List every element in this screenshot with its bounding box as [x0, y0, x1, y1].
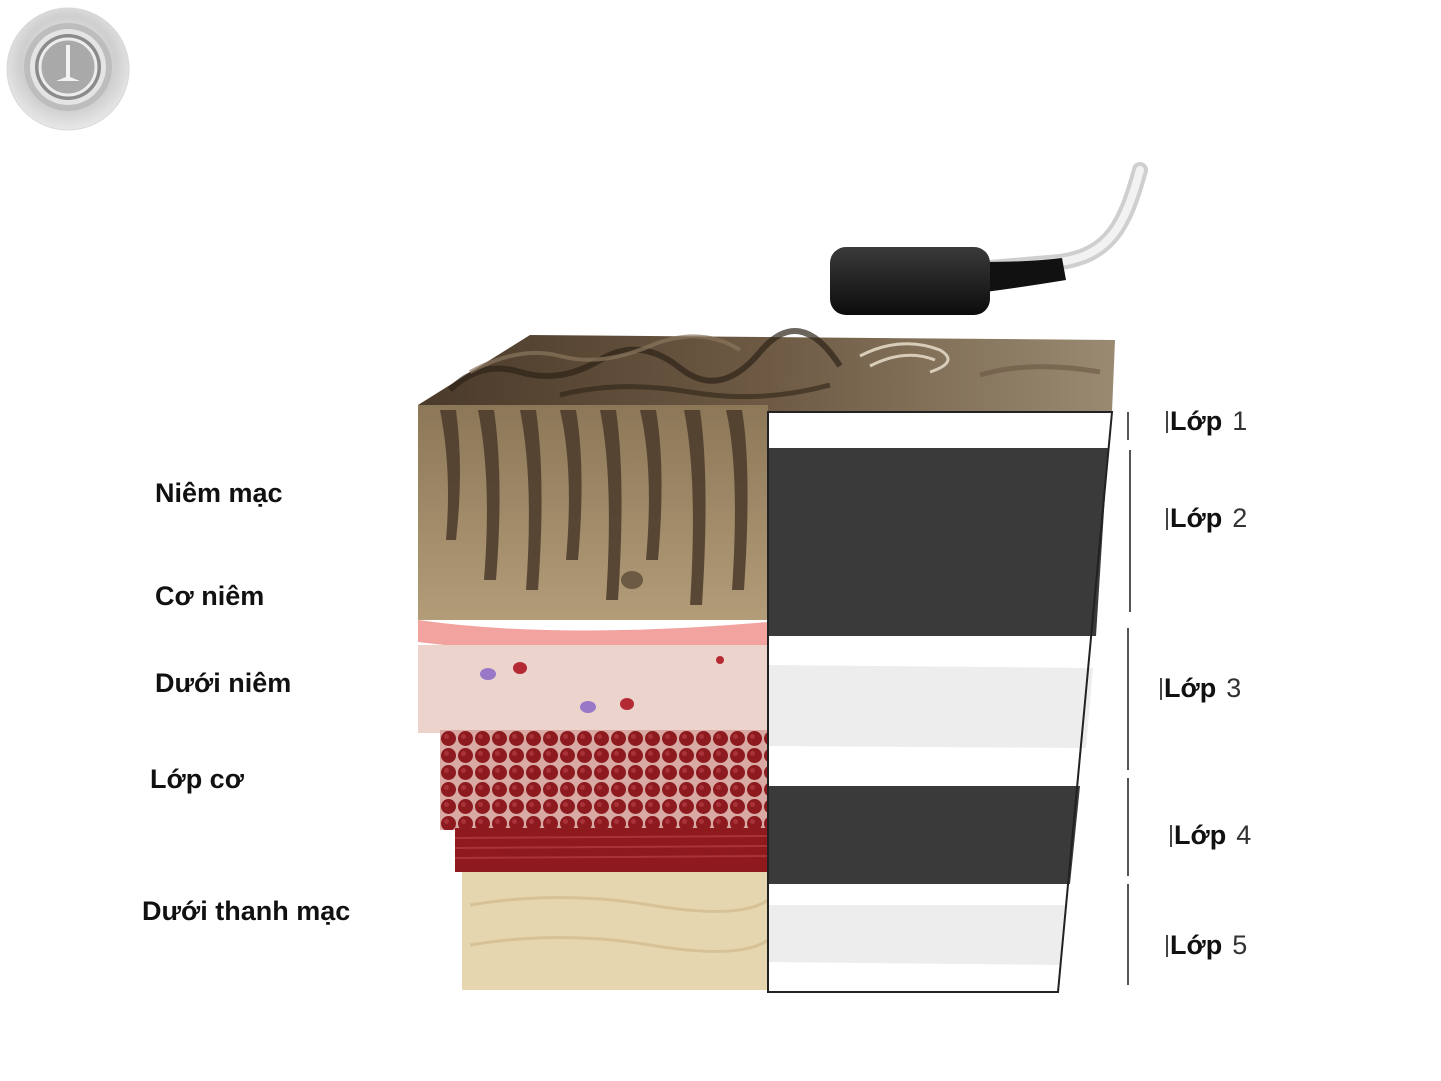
echo-band-3: [768, 665, 1093, 748]
label-bar: [1166, 508, 1168, 530]
tissue-label-submucosa: Dưới niêm: [155, 668, 291, 699]
label-bar: [1166, 935, 1168, 957]
histology-face: [418, 405, 768, 990]
echo-band-5: [768, 905, 1066, 965]
tissue-label-mucosa: Niêm mạc: [155, 478, 283, 509]
label-bar: [1160, 678, 1162, 700]
echo-band-4: [768, 786, 1080, 884]
label-bar: [1170, 825, 1172, 847]
tissue-label-muscularis-mucosae: Cơ niêm: [155, 581, 264, 612]
tissue-label-muscularis-propria: Lớp cơ: [150, 764, 244, 795]
echo-band-2: [768, 448, 1108, 636]
mucosal-surface: [418, 331, 1115, 412]
layer-brackets: [1128, 412, 1130, 985]
ultrasound-probe-icon: [830, 170, 1140, 315]
echo-layer-face: [768, 412, 1112, 992]
tissue-label-subserosa: Dưới thanh mạc: [142, 896, 350, 927]
label-bar: [1166, 411, 1168, 433]
